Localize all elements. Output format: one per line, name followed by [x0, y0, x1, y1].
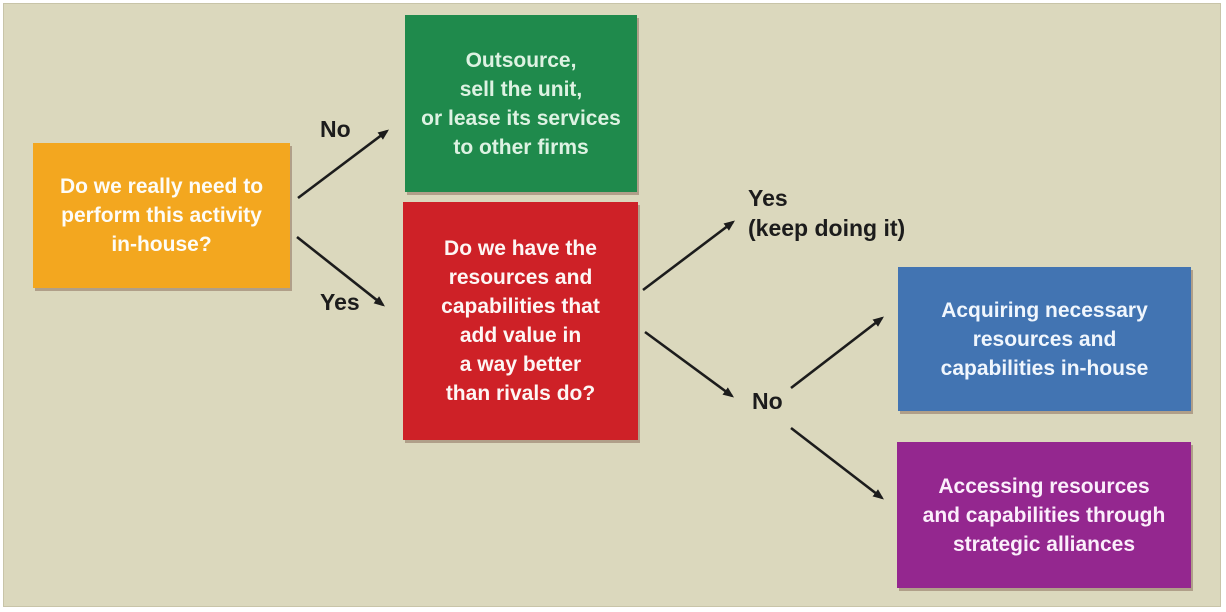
- decision-node-in-house-text: Do we really need to perform this activi…: [59, 175, 264, 256]
- outcome-node-strategic-alliances: Accessing resources and capabilities thr…: [897, 442, 1191, 588]
- outcome-node-strategic-alliances-text: Accessing resources and capabilities thr…: [922, 474, 1166, 556]
- edge-label-no-outsource: No: [320, 116, 351, 142]
- edge-label-yes-keep-doing-it: Yes (keep doing it): [748, 185, 906, 241]
- outcome-node-acquire-in-house-text: Acquiring necessary resources and capabi…: [940, 298, 1149, 380]
- decision-node-resources: Do we have the resources and capabilitie…: [403, 202, 638, 440]
- outcome-node-outsource-text: Outsource, sell the unit, or lease its s…: [421, 48, 621, 159]
- outcome-node-outsource: Outsource, sell the unit, or lease its s…: [405, 15, 637, 192]
- edge-label-no-branch: No: [752, 388, 783, 414]
- decision-node-resources-text: Do we have the resources and capabilitie…: [441, 237, 600, 405]
- edge-label-yes-resources: Yes: [320, 289, 360, 315]
- outcome-node-acquire-in-house: Acquiring necessary resources and capabi…: [898, 267, 1191, 411]
- decision-node-in-house: Do we really need to perform this activi…: [33, 143, 290, 288]
